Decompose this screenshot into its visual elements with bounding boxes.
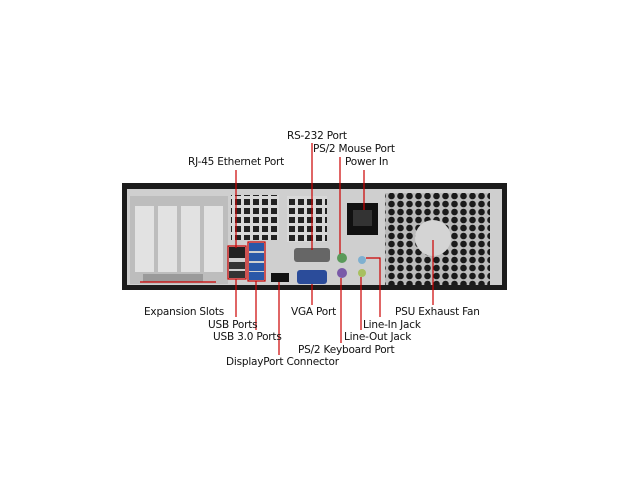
label-usb-ports: USB Ports	[208, 319, 258, 331]
callout-line-in	[366, 257, 381, 317]
usb3-port	[249, 272, 264, 280]
label-rs232-port: RS-232 Port	[287, 130, 347, 142]
label-ps2-mouse-port: PS/2 Mouse Port	[313, 143, 395, 155]
label-vga-port: VGA Port	[291, 306, 337, 318]
serial-port	[294, 248, 330, 262]
label-line-in-jack: Line-In Jack	[363, 319, 421, 331]
line-in-jack	[358, 256, 366, 264]
vga-port	[297, 270, 327, 284]
usb3-port	[249, 263, 264, 271]
label-displayport-connector: DisplayPort Connector	[226, 356, 339, 368]
vent-grill	[231, 195, 279, 240]
rj45-port	[229, 247, 245, 258]
fan-hub	[415, 220, 451, 256]
label-usb3-ports: USB 3.0 Ports	[213, 331, 282, 343]
ps2-keyboard-port	[337, 268, 347, 278]
vent-grill	[287, 196, 327, 242]
usb3-port	[249, 243, 264, 251]
usb-port	[229, 271, 245, 278]
ps2-mouse-port	[337, 253, 347, 263]
label-rj45-ethernet-port: RJ-45 Ethernet Port	[188, 156, 285, 168]
line-out-jack	[358, 269, 366, 277]
displayport	[271, 273, 289, 282]
callout-lines	[140, 143, 434, 355]
usb-highlight	[227, 245, 247, 280]
label-power-in: Power In	[345, 156, 389, 168]
usb-port	[229, 262, 245, 269]
label-line-out-jack: Line-Out Jack	[344, 331, 412, 343]
label-psu-exhaust-fan: PSU Exhaust Fan	[395, 306, 480, 318]
expansion-slots	[130, 196, 228, 284]
usb3-port	[249, 253, 264, 261]
label-ps2-keyboard-port: PS/2 Keyboard Port	[298, 344, 395, 356]
label-expansion-slots: Expansion Slots	[144, 306, 225, 318]
